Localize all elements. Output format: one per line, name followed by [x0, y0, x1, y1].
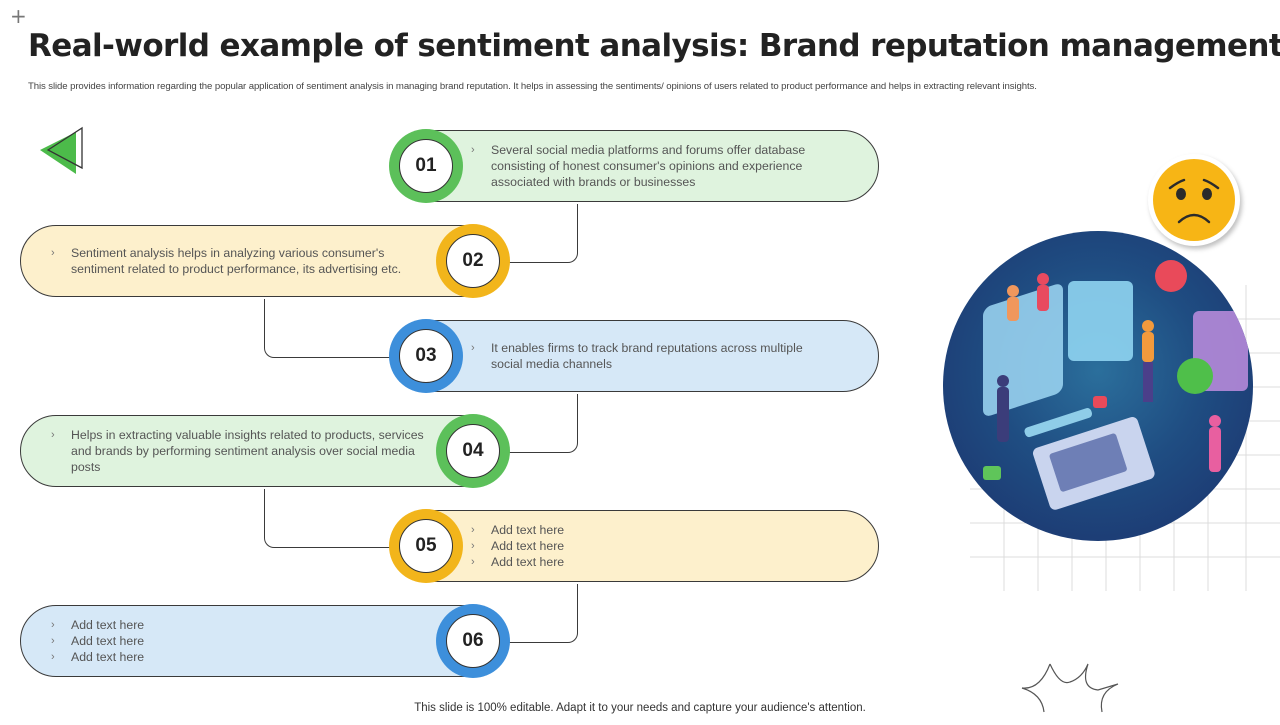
chevron-right-icon: ›	[51, 619, 55, 631]
step-number-badge: 01	[389, 129, 463, 203]
sad-emoji-icon	[1148, 154, 1240, 246]
slide-title: Real-world example of sentiment analysis…	[28, 28, 1280, 64]
chevron-right-icon: ›	[471, 556, 475, 568]
step-04-card: 04 ›Helps in extracting valuable insight…	[20, 414, 510, 488]
chevron-right-icon: ›	[471, 144, 475, 156]
step-bullet: ›Add text here	[51, 650, 145, 664]
chevron-right-icon: ›	[51, 635, 55, 647]
burst-shape	[1020, 660, 1120, 725]
step-bullet: ›Add text here	[471, 523, 565, 537]
step-bullet: ›Several social media platforms and foru…	[471, 143, 806, 189]
step-number-badge: 04	[436, 414, 510, 488]
step-number-badge: 02	[436, 224, 510, 298]
step-bullet: ›Helps in extracting valuable insights r…	[51, 428, 424, 474]
chevron-right-icon: ›	[51, 429, 55, 441]
step-bullet: ›Add text here	[471, 555, 565, 569]
step-02-card: 02 ›Sentiment analysis helps in analyzin…	[20, 224, 510, 298]
chevron-right-icon: ›	[51, 247, 55, 259]
connector-05-06	[506, 584, 578, 643]
add-icon[interactable]: +	[10, 4, 27, 28]
connector-01-02	[506, 204, 578, 263]
step-bullet: ›Sentiment analysis helps in analyzing v…	[51, 246, 402, 276]
isometric-team-illustration	[943, 231, 1253, 541]
step-bullet: ›It enables firms to track brand reputat…	[471, 341, 803, 371]
step-06-card: 06 ›Add text here ›Add text here ›Add te…	[20, 604, 510, 678]
step-number-badge: 05	[389, 509, 463, 583]
chevron-right-icon: ›	[471, 342, 475, 354]
triangle-icon	[36, 124, 88, 183]
chevron-right-icon: ›	[51, 651, 55, 663]
chevron-right-icon: ›	[471, 524, 475, 536]
step-03-card: 03 ›It enables firms to track brand repu…	[389, 319, 879, 393]
chevron-right-icon: ›	[471, 540, 475, 552]
slide-subtitle: This slide provides information regardin…	[28, 81, 1037, 92]
step-01-card: 01 ›Several social media platforms and f…	[389, 129, 879, 203]
step-bullet: ›Add text here	[51, 634, 145, 648]
connector-03-04	[506, 394, 578, 453]
connector-04-05	[264, 489, 392, 548]
slide-footer: This slide is 100% editable. Adapt it to…	[414, 702, 866, 714]
step-number-badge: 06	[436, 604, 510, 678]
step-number-badge: 03	[389, 319, 463, 393]
step-bullet: ›Add text here	[51, 618, 145, 632]
connector-02-03	[264, 299, 392, 358]
step-bullet: ›Add text here	[471, 539, 565, 553]
step-05-card: 05 ›Add text here ›Add text here ›Add te…	[389, 509, 879, 583]
